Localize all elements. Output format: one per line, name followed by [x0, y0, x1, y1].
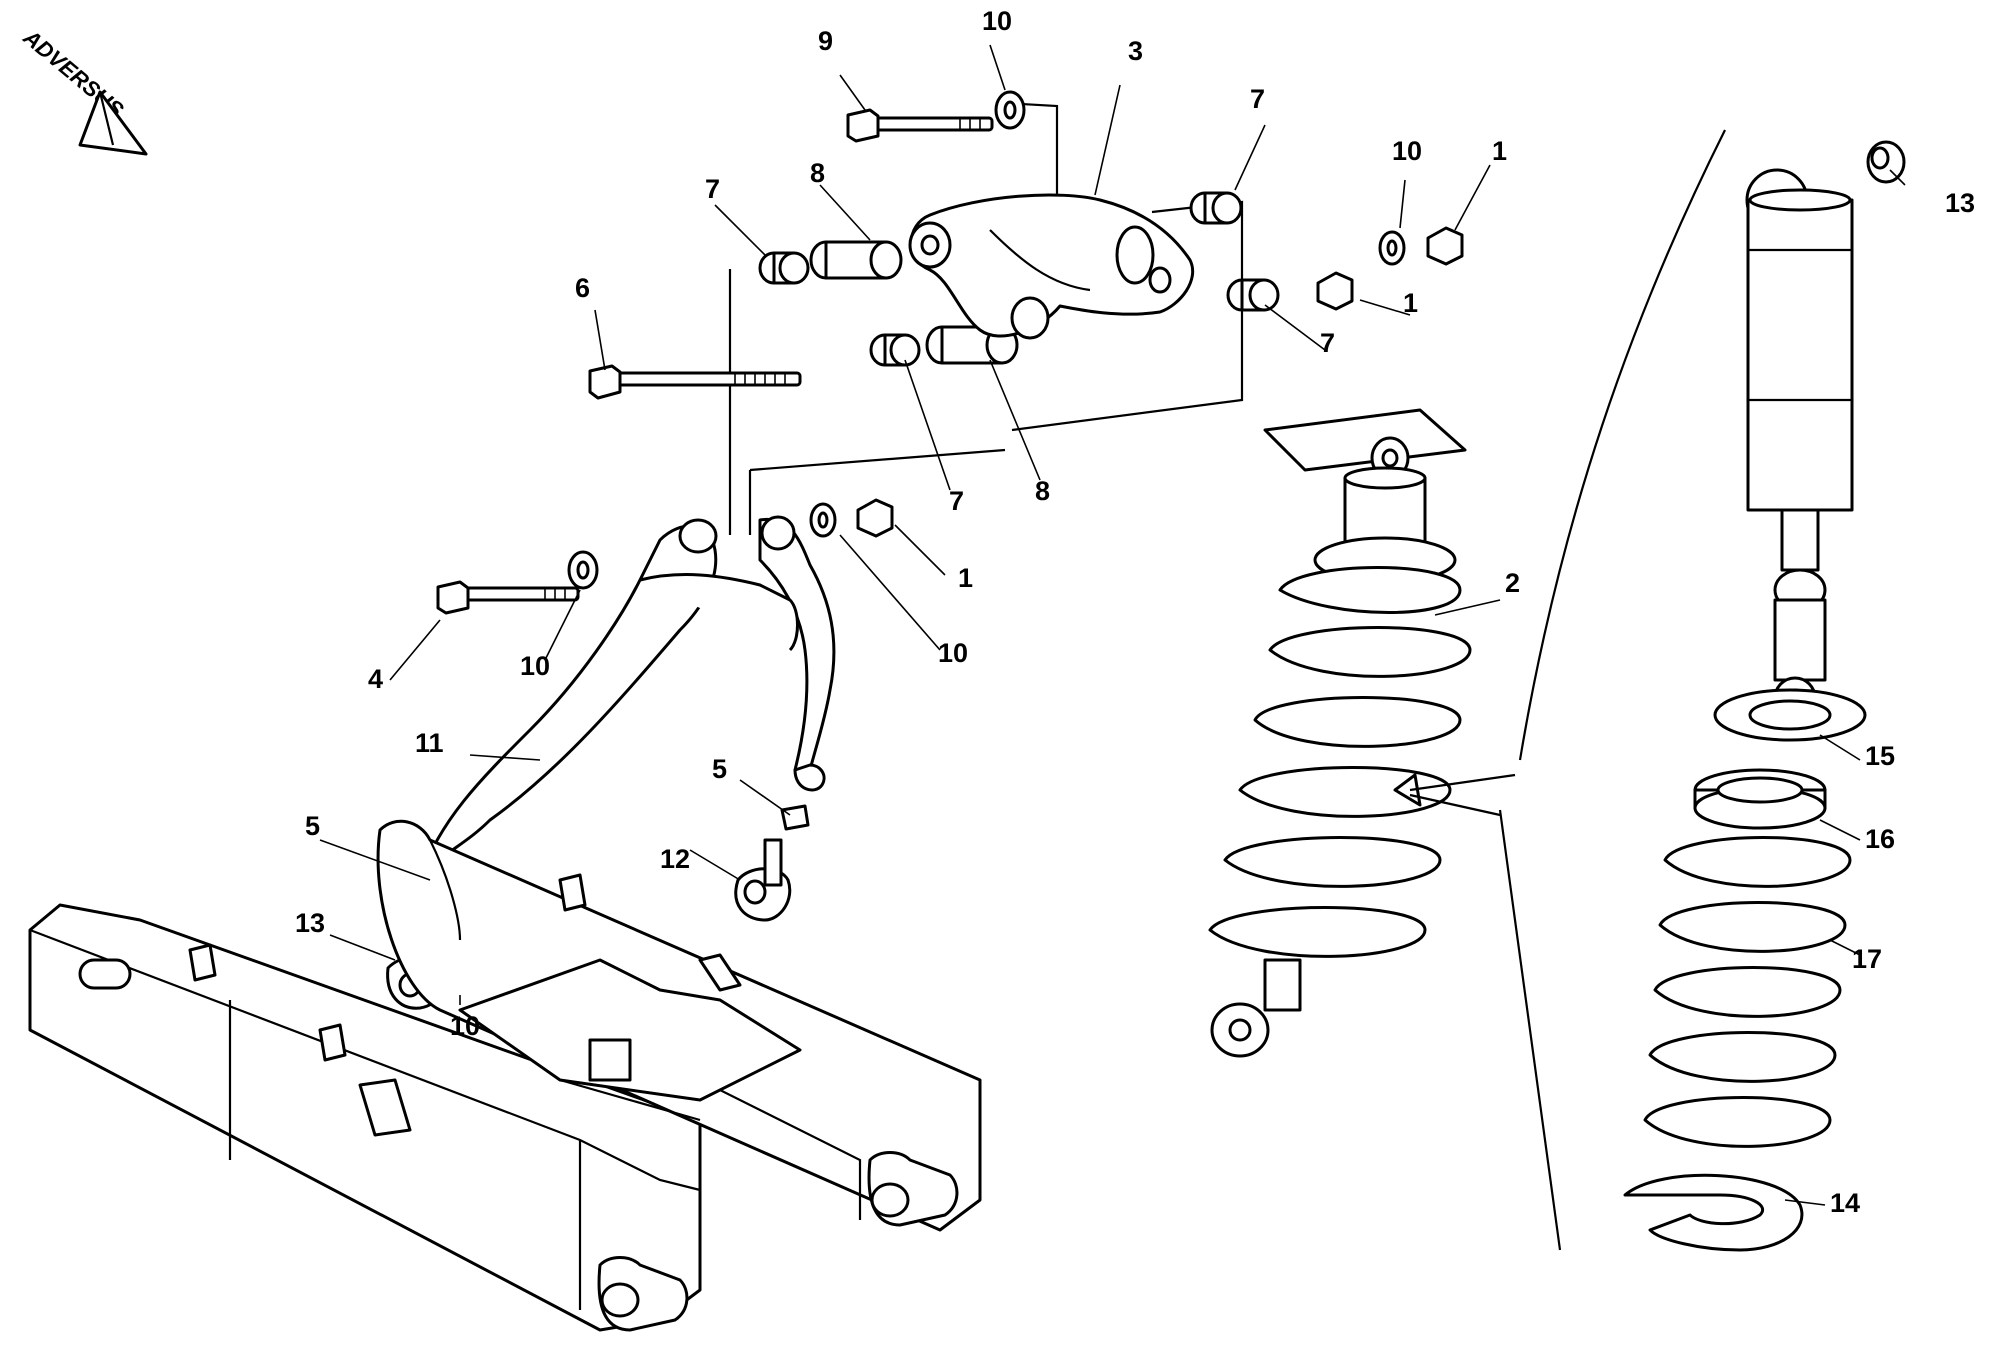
rocker-arm-3: [908, 193, 1195, 340]
callout-10: 10: [520, 651, 550, 681]
callout-17: 17: [1852, 944, 1882, 974]
spacer-clip-15: [1623, 1173, 1804, 1252]
callout-5: 5: [712, 754, 727, 784]
callout-7: 7: [1320, 328, 1335, 358]
shock-absorber-assembled-2: [1208, 408, 1472, 1058]
callout-10: 10: [938, 638, 968, 668]
callout-15: 15: [1865, 741, 1895, 771]
callout-3: 3: [1128, 36, 1143, 66]
callout-7: 7: [1250, 84, 1265, 114]
callout-14: 14: [1830, 1188, 1860, 1218]
callout-10: 10: [450, 1011, 480, 1041]
callout-1: 1: [958, 563, 973, 593]
callout-6: 6: [575, 273, 590, 303]
callout-5: 5: [305, 811, 320, 841]
spring-seat-16: [1713, 688, 1867, 742]
bolt-short-9: [846, 108, 994, 143]
callout-7: 7: [949, 486, 964, 516]
callout-10: 10: [1392, 136, 1422, 166]
callout-leaders: [319, 44, 1906, 1206]
callout-8: 8: [810, 158, 825, 188]
callout-13: 13: [1945, 188, 1975, 218]
callout-8: 8: [1035, 476, 1050, 506]
swingarm: [28, 819, 982, 1332]
spring-18: [1643, 836, 1852, 1148]
callout-2: 2: [1505, 568, 1520, 598]
callout-16: 16: [1865, 824, 1895, 854]
callout-9: 9: [818, 26, 833, 56]
detail-separator-arcs: [1393, 129, 1726, 1251]
link-bracket-12: [418, 515, 836, 890]
callout-11: 11: [415, 728, 444, 758]
callout-13: 13: [295, 908, 325, 938]
callout-10: 10: [982, 6, 1012, 36]
callout-12: 12: [660, 844, 690, 874]
bolt-short-4: [436, 580, 580, 615]
rod-end-13-right: [734, 804, 810, 922]
callout-1: 1: [1403, 288, 1418, 318]
callout-4: 4: [368, 664, 383, 694]
callout-1: 1: [1492, 136, 1507, 166]
lock-ring-17: [1693, 768, 1827, 830]
logo-arrow-icon: [78, 90, 148, 156]
callout-7: 7: [705, 174, 720, 204]
shock-body: [1745, 168, 1854, 720]
bolt-long-6: [588, 364, 802, 400]
adversus-logo: ADVERSUS: [18, 24, 148, 156]
